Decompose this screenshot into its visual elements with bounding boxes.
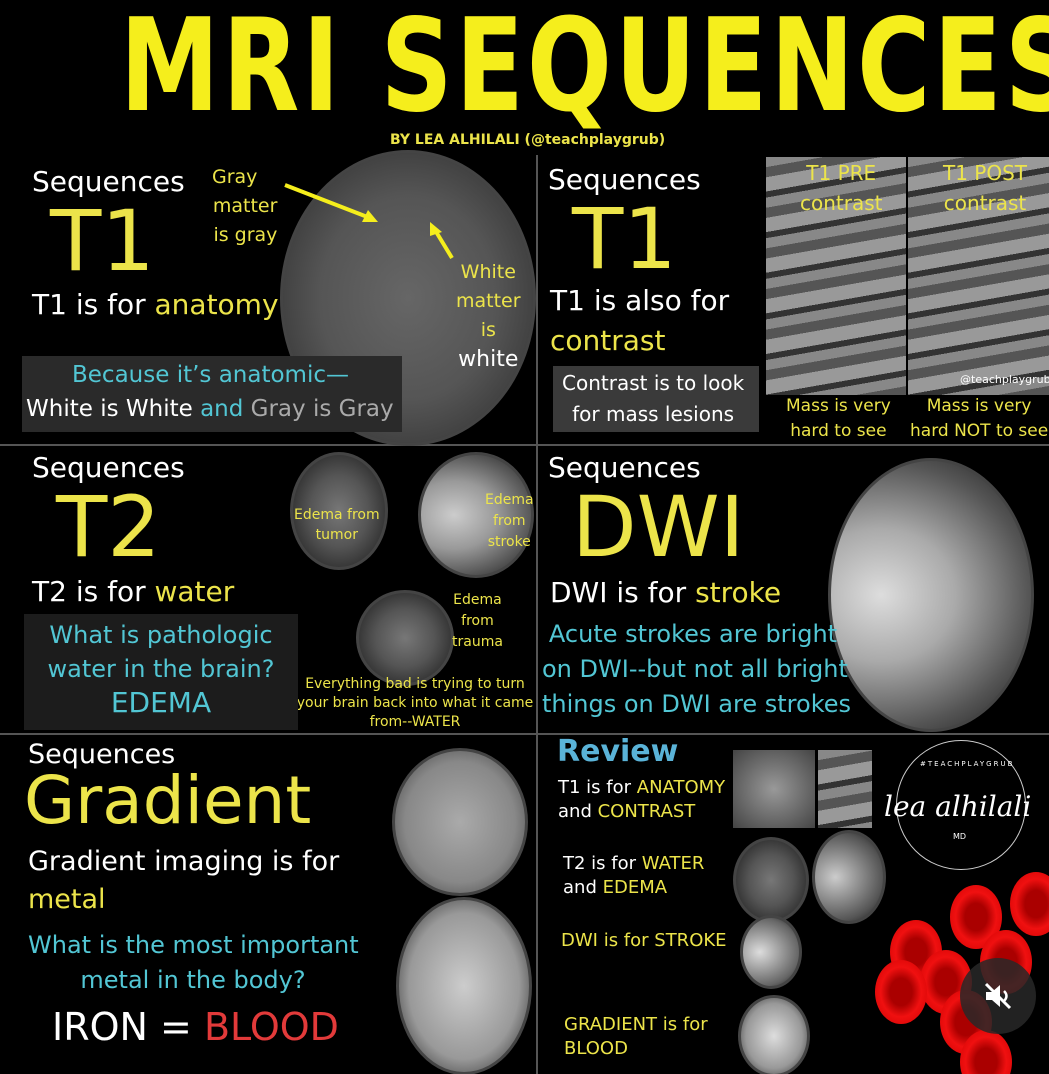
desc-keyword: contrast (550, 324, 666, 357)
desc: T2 is for water (32, 575, 235, 608)
dwi-brain-image (828, 458, 1034, 732)
trauma-brain-image (356, 590, 454, 686)
spine-image (818, 750, 872, 828)
logo-ring-text: #TEACHPLAYGRUB (920, 760, 1015, 768)
review-dwi-image (740, 915, 802, 989)
sequence-name: T1 (572, 190, 677, 288)
gradient-brain-image (396, 897, 532, 1074)
review-t2-stroke-image (812, 830, 886, 924)
author-logo (896, 740, 1026, 870)
note-box (553, 366, 759, 432)
divider (0, 733, 1049, 735)
answer: IRON = BLOOD (52, 1005, 339, 1049)
note-box (22, 356, 402, 432)
desc-keyword: metal (28, 884, 106, 915)
review-item: DWI is for STROKE (561, 930, 727, 951)
kicker: Sequences (548, 451, 701, 484)
sequence-name: T1 (50, 192, 155, 290)
divider (0, 444, 1049, 446)
sequence-name: Gradient (24, 762, 312, 839)
ct-brain-image (392, 748, 528, 896)
kicker: Sequences (28, 739, 176, 770)
review-title: Review (557, 734, 679, 769)
desc: T1 is also for (550, 284, 730, 317)
logo-md: MD (953, 832, 967, 841)
review-gradient-image (738, 995, 810, 1074)
red-blood-cell (960, 1030, 1012, 1074)
t1-pre-spine-image (766, 157, 906, 395)
byline: BY LEA ALHILALI (@teachplaygrub) (390, 132, 666, 148)
note-line: White is White and Gray is Gray (26, 396, 394, 422)
title: MRI SEQUENCES (120, 0, 1049, 141)
kicker: Sequences (32, 451, 185, 484)
tumor-brain-image (290, 452, 388, 570)
sequence-name: DWI (572, 478, 745, 576)
sequence-name: T2 (56, 478, 161, 576)
note-line: Because it’s anatomic— (72, 362, 349, 388)
sagittal-brain-image (733, 750, 815, 828)
stroke-brain-image (418, 452, 534, 578)
kicker: Sequences (548, 163, 701, 196)
mute-button[interactable]: muted (960, 958, 1036, 1034)
red-blood-cell (1010, 872, 1049, 936)
note-box (24, 614, 298, 730)
divider (536, 155, 538, 1074)
arrow-icon (284, 183, 454, 260)
desc: DWI is for stroke (550, 576, 782, 609)
logo-script: lea alhilali (884, 790, 1032, 823)
kicker: Sequences (32, 165, 185, 198)
speaker-muted-icon (984, 982, 1012, 1010)
watermark: @teachplaygrub (960, 373, 1049, 386)
review-t2-tumor-image (733, 837, 809, 923)
desc: Gradient imaging is for (28, 846, 340, 877)
red-blood-cell (875, 960, 927, 1024)
t1-post-spine-image (908, 157, 1049, 395)
desc: T1 is for anatomy (32, 288, 279, 321)
